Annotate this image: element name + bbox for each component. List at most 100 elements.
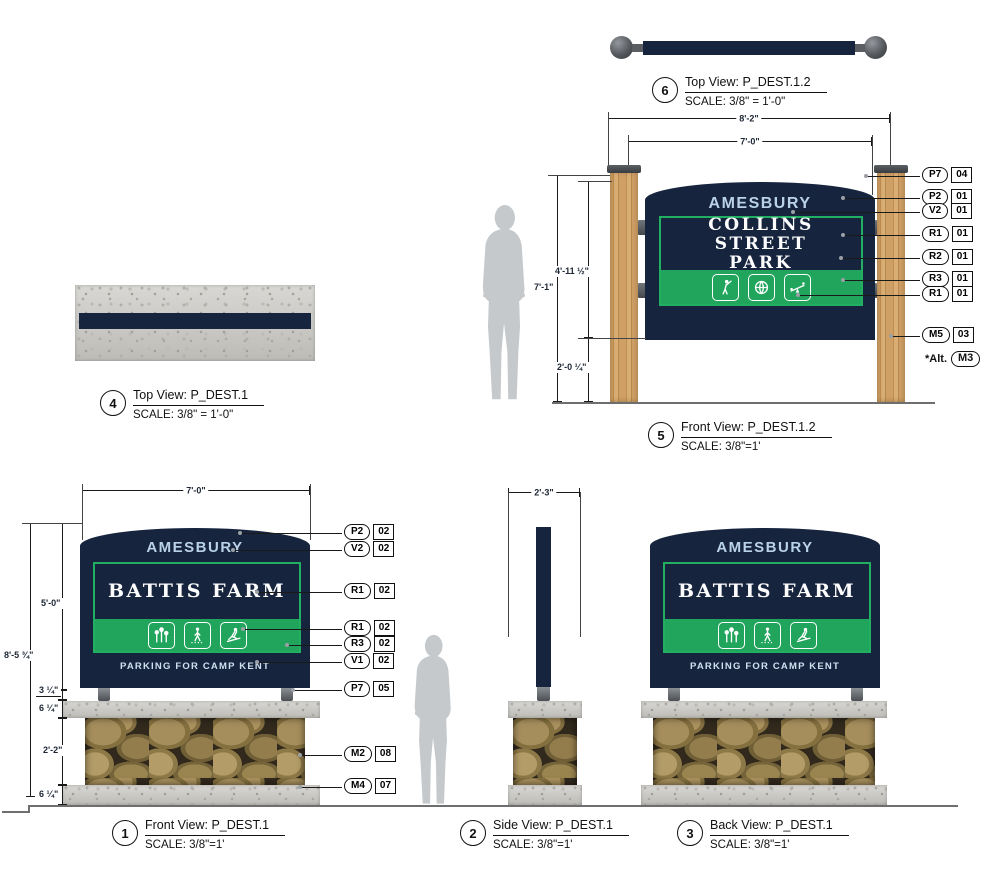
walker-icon: [183, 621, 211, 649]
granite-cap-side: [508, 701, 582, 718]
view5-label: 5 Front View: P_DEST.1.2 SCALE: 3/8"=1': [648, 420, 832, 454]
skier-icon: [219, 621, 247, 649]
sign-foot: [668, 688, 680, 701]
wood-post-left: [610, 171, 638, 402]
dim-cap-label: 6 ¼": [36, 703, 62, 714]
granite-footing: [62, 785, 320, 805]
view2-label: 2 Side View: P_DEST.1 SCALE: 3/8"=1': [460, 818, 629, 852]
battis-text-panel-front: BATTIS FARM: [93, 562, 301, 653]
dim-height-sign-v5: [584, 181, 593, 338]
granite-cap: [62, 701, 320, 718]
alt-label: *Alt.: [925, 353, 947, 365]
walker-icon: [753, 621, 781, 649]
view4-scale: SCALE: 3/8" = 1'-0": [133, 409, 234, 421]
view3-label: 3 Back View: P_DEST.1 SCALE: 3/8"=1': [677, 818, 849, 852]
amesbury-wordmark: AMESBURY: [146, 539, 244, 556]
dim-gap-label: 3 ¼": [36, 685, 62, 697]
view4-number: 4: [100, 390, 126, 416]
stone-base: [85, 718, 305, 785]
dim-gap-v1: [58, 690, 67, 700]
view2-scale: SCALE: 3/8"=1': [493, 839, 573, 851]
alt-code: M3: [951, 351, 981, 367]
battis-footer-text-back: PARKING FOR CAMP KENT: [690, 661, 840, 672]
view3-number: 3: [677, 820, 703, 846]
collins-line1: COLLINS STREET: [708, 214, 814, 254]
battis-sign-side-profile: [536, 527, 551, 687]
view1-number: 1: [112, 820, 138, 846]
dim-width-inner: 7'-0": [628, 136, 872, 147]
dim-total-height-label: 8'-5 ¾": [1, 650, 37, 661]
post-finial-sphere-right: [864, 36, 887, 59]
collins-icon-band: [661, 270, 861, 304]
person-silhouette: [482, 205, 526, 400]
dim-height-bottom-v5-label: 2'-0 ¼": [554, 362, 590, 373]
view2-number: 2: [460, 820, 486, 846]
battis-text-panel-back: BATTIS FARM: [663, 562, 871, 653]
finial-stub-left: [632, 44, 644, 52]
sign-foot: [537, 687, 550, 701]
view6-scale: SCALE: 3/8" = 1'-0": [685, 96, 786, 108]
post-cap-left: [607, 165, 641, 173]
ground-step-horizontal: [2, 811, 30, 813]
view3-scale: SCALE: 3/8"=1': [710, 839, 790, 851]
top-view-sign-bar-dest1: [79, 313, 311, 329]
amesbury-wordmark: AMESBURY: [708, 195, 812, 212]
view4-label: 4 Top View: P_DEST.1 SCALE: 3/8" = 1'-0": [100, 388, 265, 422]
view5-number: 5: [648, 422, 674, 448]
sign-foot: [851, 688, 863, 701]
stone-base-back: [653, 718, 875, 785]
stone-base-side: [513, 718, 577, 785]
amesbury-wordmark: AMESBURY: [716, 539, 814, 556]
person-silhouette: [414, 634, 451, 804]
dim-sign-height-label: 5'-0": [38, 598, 64, 609]
skier-icon: [789, 621, 817, 649]
post-finial-sphere-left: [610, 36, 633, 59]
dim-height-total-v5-label: 7'-1": [531, 282, 557, 293]
battis-icon-band-back: [665, 619, 869, 651]
wood-post-right: [877, 171, 905, 402]
view6-title: Top View: P_DEST.1.2: [685, 75, 827, 93]
view1-label: 1 Front View: P_DEST.1 SCALE: 3/8"=1': [112, 818, 286, 852]
sign-foot: [98, 688, 110, 701]
view1-title: Front View: P_DEST.1: [145, 818, 286, 836]
granite-footing-back: [641, 785, 887, 805]
trees-icon: [717, 621, 745, 649]
dim-footing-label: 6 ¼": [36, 789, 62, 800]
dim-width-outer: 8'-2": [608, 113, 890, 124]
trees-icon: [147, 621, 175, 649]
granite-cap-back: [641, 701, 887, 718]
ground-step-vertical: [28, 805, 30, 813]
alt-material-note: *Alt. M3: [925, 351, 981, 367]
dim-width-v2: 2'-3": [508, 487, 580, 498]
view3-title: Back View: P_DEST.1: [710, 818, 849, 836]
view6-label: 6 Top View: P_DEST.1.2 SCALE: 3/8" = 1'-…: [652, 75, 827, 109]
view6-number: 6: [652, 77, 678, 103]
post-bracket: [638, 220, 648, 235]
battis-footer-text: PARKING FOR CAMP KENT: [120, 661, 270, 672]
battis-name-front: BATTIS FARM: [107, 580, 287, 602]
sign-foot: [281, 688, 293, 701]
top-view-sign-bar: [643, 41, 855, 55]
collins-text-panel: COLLINS STREET PARK: [659, 214, 863, 306]
view5-title: Front View: P_DEST.1.2: [681, 420, 832, 438]
dim-height-sign-v5-label: 4'-11 ½": [552, 266, 592, 277]
view1-scale: SCALE: 3/8"=1': [145, 839, 225, 851]
post-cap-right: [874, 165, 908, 173]
basketball-icon: [747, 273, 775, 301]
ground-line-upper: [552, 402, 935, 404]
